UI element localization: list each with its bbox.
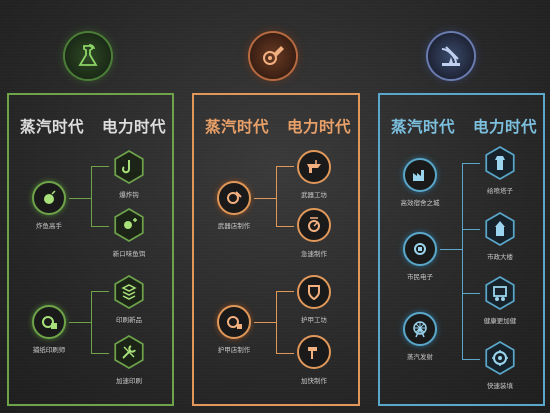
electric-era-title: 电力时代 xyxy=(473,118,538,136)
gear-armor-icon xyxy=(227,316,242,329)
tech-label: 高效宿舍之城 xyxy=(400,199,440,207)
tech-node-armor-craft[interactable] xyxy=(217,305,251,339)
electric-era-title: 电力时代 xyxy=(287,118,352,136)
blue-tech-panel: 蒸汽时代 电力时代 高效宿舍之城 市民电子 蒸汽发射 给喷塔子 市政大楼 健康更… xyxy=(378,93,545,406)
tech-label: 加快制作 xyxy=(301,377,327,385)
connector-line xyxy=(91,166,92,226)
gear-city-icon xyxy=(414,243,426,255)
factory-icon xyxy=(413,170,424,181)
connector-line xyxy=(276,291,294,292)
steam-era-title: 蒸汽时代 xyxy=(205,118,270,136)
tech-label: 武器工坊 xyxy=(301,191,327,199)
tech-label: 捕纸印刷师 xyxy=(32,346,66,354)
connector-line xyxy=(276,291,277,353)
connector-line xyxy=(69,198,91,199)
hammer-icon xyxy=(308,347,317,359)
connector-line xyxy=(69,322,91,323)
tech-node-speed-craft[interactable] xyxy=(297,208,331,242)
tower-icon xyxy=(495,156,505,170)
connector-line xyxy=(462,229,480,230)
tech-label: 护甲店制作 xyxy=(217,346,251,354)
satellite-dish-icon xyxy=(441,46,460,66)
connector-line xyxy=(440,249,462,250)
gear-weapon-icon xyxy=(227,191,242,204)
tech-node-tower[interactable] xyxy=(485,146,515,180)
tech-node-ferris[interactable] xyxy=(403,312,437,346)
tech-node-fast-load[interactable] xyxy=(485,341,515,375)
anvil-icon xyxy=(307,160,321,173)
tech-node-weapon-craft[interactable] xyxy=(217,181,251,215)
gear-scroll-icon xyxy=(42,316,57,329)
flask-leaf-icon xyxy=(78,44,98,66)
tech-node-city[interactable] xyxy=(403,232,437,266)
tech-label: 快速装填 xyxy=(487,382,513,390)
tech-node-armor-workshop[interactable] xyxy=(297,275,331,309)
tech-node-fish-bomb[interactable] xyxy=(32,181,66,215)
tech-label: 市民电子 xyxy=(407,273,433,281)
tech-label: 炸鱼高手 xyxy=(36,222,62,230)
speed-craft-icon xyxy=(308,217,320,232)
tech-label: 爆炸钩 xyxy=(119,191,139,199)
tech-node-bait[interactable] xyxy=(114,208,144,242)
fish-bomb-icon xyxy=(44,190,56,204)
connector-line xyxy=(276,166,277,226)
green-era-emblem xyxy=(65,33,111,79)
tech-node-speed-print[interactable] xyxy=(114,335,144,369)
wrench-icon xyxy=(122,345,136,359)
bait-icon xyxy=(124,218,137,229)
tech-label: 急速制作 xyxy=(301,250,327,258)
tech-node-weapon-workshop[interactable] xyxy=(297,150,331,184)
electric-era-title: 电力时代 xyxy=(102,118,167,136)
tech-label: 健康更加健 xyxy=(483,317,517,325)
connector-line xyxy=(276,226,294,227)
gear-tool-icon xyxy=(263,46,284,65)
wheel-gear-icon xyxy=(492,350,508,366)
green-tech-panel: 蒸汽时代 电力时代 炸鱼高手 爆炸钩 新口味鱼饵 捕纸印刷师 印刷新品 加速 xyxy=(7,93,174,406)
tower-gear-icon xyxy=(495,221,505,236)
tech-label: 加速印刷 xyxy=(116,377,142,385)
tech-label: 蒸汽发射 xyxy=(407,353,433,361)
tech-node-city-hall[interactable] xyxy=(485,212,515,246)
orange-tech-panel: 蒸汽时代 电力时代 武器店制作 武器工坊 急速制作 护甲店制作 护甲工坊 加快制… xyxy=(192,93,360,406)
tech-label: 护甲工坊 xyxy=(301,316,327,324)
tech-label: 给喷塔子 xyxy=(487,187,513,195)
machine-icon xyxy=(493,286,507,301)
connector-line xyxy=(91,353,109,354)
print-icon xyxy=(121,284,137,300)
hook-icon xyxy=(122,160,130,174)
tech-node-hook[interactable] xyxy=(114,150,144,184)
tech-label: 新口味鱼饵 xyxy=(112,250,146,258)
connector-line xyxy=(462,163,463,359)
tech-node-machine[interactable] xyxy=(485,276,515,310)
connector-line xyxy=(91,291,92,353)
tech-node-faster-craft[interactable] xyxy=(297,335,331,369)
connector-line xyxy=(276,166,294,167)
tech-node-print[interactable] xyxy=(114,275,144,309)
ferris-wheel-icon xyxy=(413,321,427,338)
connector-line xyxy=(462,293,480,294)
connector-line xyxy=(91,291,109,292)
blue-era-emblem xyxy=(428,33,474,79)
connector-line xyxy=(254,322,276,323)
orange-era-emblem xyxy=(250,33,296,79)
steam-era-title: 蒸汽时代 xyxy=(20,118,85,136)
connector-line xyxy=(91,166,109,167)
connector-line xyxy=(91,226,109,227)
tech-label: 武器店制作 xyxy=(217,222,251,230)
connector-line xyxy=(462,359,480,360)
tech-node-printer[interactable] xyxy=(32,305,66,339)
connector-line xyxy=(276,353,294,354)
tech-label: 市政大楼 xyxy=(487,253,513,261)
steam-era-title: 蒸汽时代 xyxy=(391,118,456,136)
tech-node-factory[interactable] xyxy=(403,158,437,192)
connector-line xyxy=(462,163,480,164)
armor-icon xyxy=(308,285,320,301)
tech-label: 印刷新品 xyxy=(116,316,142,324)
connector-line xyxy=(254,198,276,199)
